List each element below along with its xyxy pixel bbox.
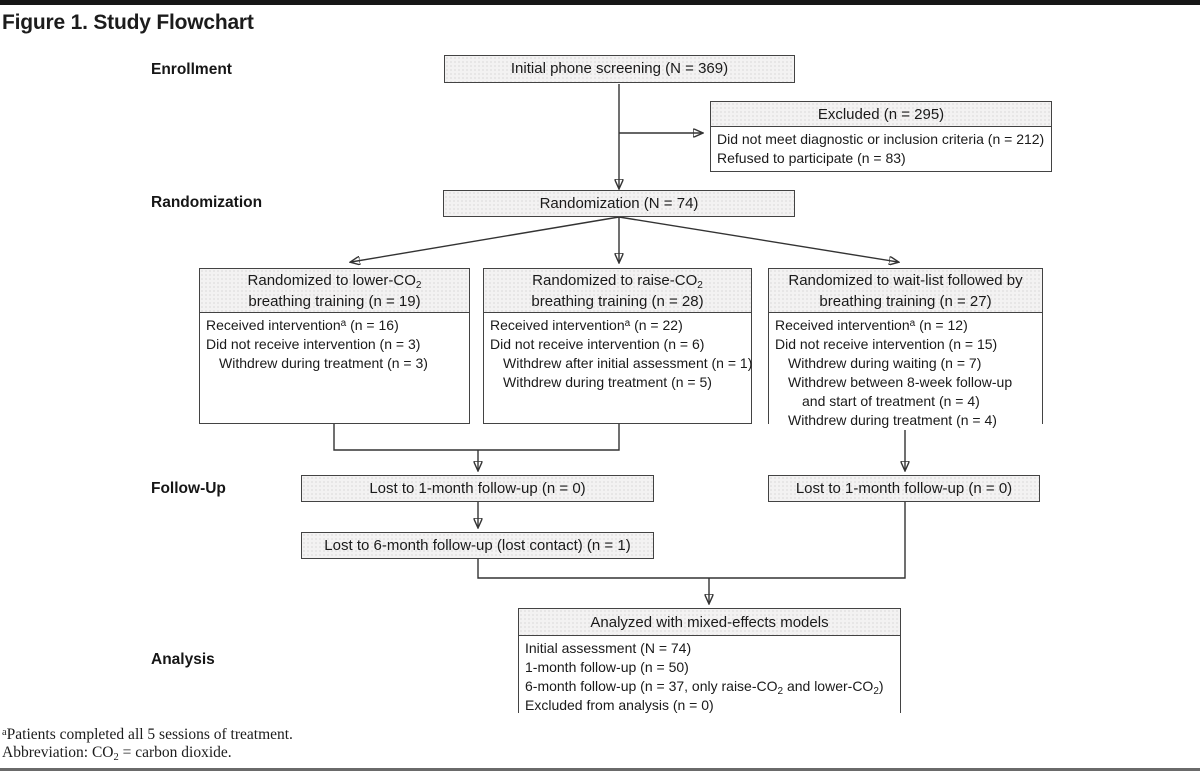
excluded-box: Excluded (n = 295) Did not meet diagnost…	[710, 101, 1052, 172]
initial-screening-box: Initial phone screening (N = 369)	[444, 55, 795, 83]
top-rule	[0, 0, 1200, 5]
analyzed-box-header: Analyzed with mixed-effects models	[519, 609, 900, 636]
connector-randomization-to-waitlist-arm	[618, 216, 898, 262]
lost-6month-box: Lost to 6-month follow-up (lost contact)…	[301, 532, 654, 559]
connector-arms-merge	[333, 424, 620, 451]
stage-label-followup: Follow-Up	[151, 480, 226, 497]
excluded-box-header: Excluded (n = 295)	[711, 102, 1051, 127]
stage-label-analysis: Analysis	[151, 651, 215, 668]
arm-raise-co2-body: Received interventiona (n = 22)Did not r…	[484, 313, 752, 392]
bottom-rule	[0, 768, 1200, 771]
lost-6month-text: Lost to 6-month follow-up (lost contact)…	[324, 536, 631, 554]
lost-1month-right-text: Lost to 1-month follow-up (n = 0)	[795, 479, 1013, 497]
arm-waitlist-body: Received interventiona (n = 12)Did not r…	[769, 313, 1042, 430]
stage-label-randomization: Randomization	[151, 194, 263, 211]
stage-label-enrollment: Enrollment	[151, 61, 232, 78]
initial-screening-text: Initial phone screening (N = 369)	[510, 60, 729, 77]
randomization-box: Randomization (N = 74)	[443, 190, 795, 217]
figure-footnotes: aPatients completed all 5 sessions of tr…	[2, 726, 293, 763]
arm-lower-co2-body: Received interventiona (n = 16)Did not r…	[200, 313, 469, 373]
lost-1month-left-box: Lost to 1-month follow-up (n = 0)	[301, 475, 654, 502]
figure-title: Figure 1. Study Flowchart	[2, 11, 254, 34]
excluded-box-body: Did not meet diagnostic or inclusion cri…	[711, 127, 1051, 168]
analyzed-box-body: Initial assessment (N = 74)1-month follo…	[519, 636, 900, 715]
randomization-text: Randomization (N = 74)	[539, 194, 699, 212]
analyzed-box: Analyzed with mixed-effects models Initi…	[518, 608, 901, 715]
connector-randomization-to-lower-arm	[351, 216, 620, 262]
lost-1month-right-box: Lost to 1-month follow-up (n = 0)	[768, 475, 1040, 502]
lost-1month-left-text: Lost to 1-month follow-up (n = 0)	[369, 479, 586, 497]
